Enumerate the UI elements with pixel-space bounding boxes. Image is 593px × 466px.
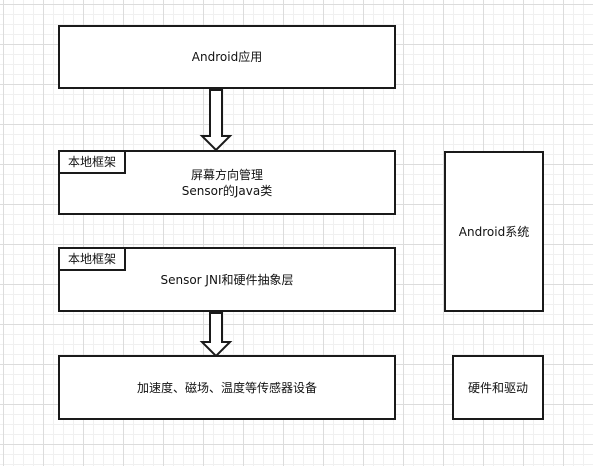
native-framework-tag: 本地框架	[58, 150, 127, 174]
arrow-app-to-framework	[199, 89, 233, 152]
android-app-label: Android应用	[191, 50, 263, 64]
arrow-hal-to-devices	[199, 312, 233, 358]
android-system-label: Android系统	[458, 224, 530, 239]
sensor-java-class-label: Sensor的Java类	[181, 183, 273, 198]
hardware-driver-label: 硬件和驱动	[467, 380, 528, 395]
native-framework-tag: 本地框架	[58, 247, 127, 271]
sensor-jni-hal-label: Sensor JNI和硬件抽象层	[160, 272, 294, 287]
native-framework-jni-box: 本地框架 Sensor JNI和硬件抽象层	[58, 247, 396, 312]
android-system-box: Android系统	[444, 151, 544, 312]
android-app-box: Android应用	[58, 25, 396, 89]
hardware-driver-box: 硬件和驱动	[452, 355, 544, 420]
screen-orientation-label: 屏幕方向管理	[190, 167, 263, 182]
native-framework-java-box: 本地框架 屏幕方向管理 Sensor的Java类	[58, 150, 396, 215]
sensor-devices-box: 加速度、磁场、温度等传感器设备	[58, 355, 396, 420]
sensor-devices-label: 加速度、磁场、温度等传感器设备	[136, 380, 317, 395]
